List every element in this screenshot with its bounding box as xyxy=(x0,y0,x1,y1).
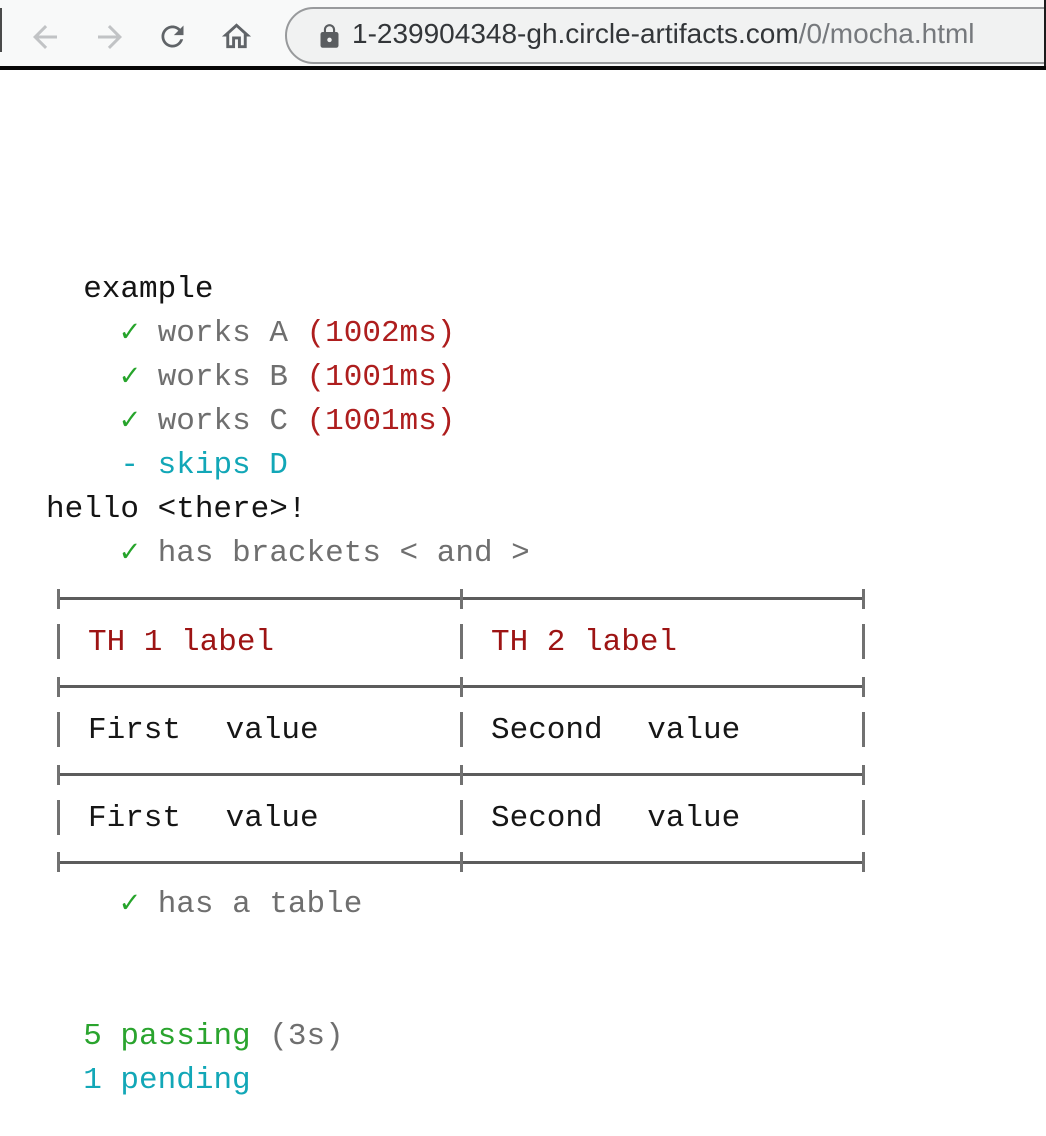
reload-icon[interactable] xyxy=(156,20,189,53)
pending-count: 1 pending xyxy=(83,1063,251,1098)
test-line: ✓ has a table xyxy=(46,883,1046,927)
table-border-tick xyxy=(862,852,865,872)
table-border-tick xyxy=(460,765,463,785)
suite-name: example xyxy=(46,272,214,307)
test-summary: 5 passing (3s) 1 pending xyxy=(46,1015,1046,1103)
checkmark-icon: ✓ xyxy=(120,887,140,922)
address-bar[interactable] xyxy=(285,7,1046,64)
test-name: works C xyxy=(139,404,307,439)
toolbar-page-divider xyxy=(0,66,1046,70)
test-name: has brackets < and > xyxy=(139,536,530,571)
table-border-tick xyxy=(460,589,463,609)
table-border-tick xyxy=(57,677,60,697)
passing-summary: 5 passing (3s) xyxy=(46,1015,1046,1059)
window-edge-sliver xyxy=(1044,0,1046,66)
test-duration: (1001ms) xyxy=(306,360,456,395)
checkmark-icon: ✓ xyxy=(120,536,140,571)
table-border-tick xyxy=(57,852,60,872)
back-arrow-icon[interactable] xyxy=(27,19,63,55)
home-icon[interactable] xyxy=(219,19,254,54)
test-name: has a table xyxy=(139,887,363,922)
forward-arrow-icon[interactable] xyxy=(92,19,128,55)
test-name: works B xyxy=(139,360,307,395)
checkmark-icon: ✓ xyxy=(120,404,140,439)
table-cell: Second value xyxy=(460,688,865,773)
test-name: skips D xyxy=(139,448,288,483)
passing-count: 5 passing xyxy=(83,1019,251,1054)
mocha-report: example ✓ works A (1002ms) ✓ works B (10… xyxy=(0,70,1046,1103)
test-name: works A xyxy=(139,316,307,351)
test-line: ✓ works A (1002ms) xyxy=(46,312,1046,356)
table-border-tick xyxy=(460,852,463,872)
url-path: /0/mocha.html xyxy=(798,18,975,49)
table-header-cell: TH 2 label xyxy=(460,600,865,685)
table-border-tick xyxy=(57,765,60,785)
test-line: ✓ has brackets < and > xyxy=(46,532,1046,576)
test-line: ✓ works B (1001ms) xyxy=(46,356,1046,400)
suite-title: hello <there>! xyxy=(46,488,1046,532)
lock-icon[interactable] xyxy=(316,23,343,50)
pending-dash-icon: - xyxy=(120,448,140,483)
test-duration: (1001ms) xyxy=(306,404,456,439)
table-header-cell: TH 1 label xyxy=(57,600,460,685)
url-text[interactable]: 1-239904348-gh.circle-artifacts.com/0/mo… xyxy=(352,19,975,49)
table-border-tick xyxy=(57,589,60,609)
table-cell: First value xyxy=(57,776,460,861)
test-duration: (1002ms) xyxy=(306,316,456,351)
test-line: ✓ works C (1001ms) xyxy=(46,400,1046,444)
url-domain: 1-239904348-gh.circle-artifacts.com xyxy=(352,18,799,49)
browser-toolbar: 1-239904348-gh.circle-artifacts.com/0/mo… xyxy=(0,0,1046,66)
total-duration: (3s) xyxy=(250,1019,344,1054)
checkmark-icon: ✓ xyxy=(120,316,140,351)
table-border-tick xyxy=(862,677,865,697)
checkmark-icon: ✓ xyxy=(120,360,140,395)
table-border-tick xyxy=(862,765,865,785)
pending-summary: 1 pending xyxy=(46,1059,1046,1103)
table-cell: First value xyxy=(57,688,460,773)
table-border-tick xyxy=(862,589,865,609)
suite-name: hello <there>! xyxy=(46,492,307,527)
pending-test-line: - skips D xyxy=(46,444,1046,488)
suite-title: example xyxy=(46,268,1046,312)
window-edge-sliver xyxy=(0,8,2,52)
table-border-tick xyxy=(460,677,463,697)
table-cell: Second value xyxy=(460,776,865,861)
